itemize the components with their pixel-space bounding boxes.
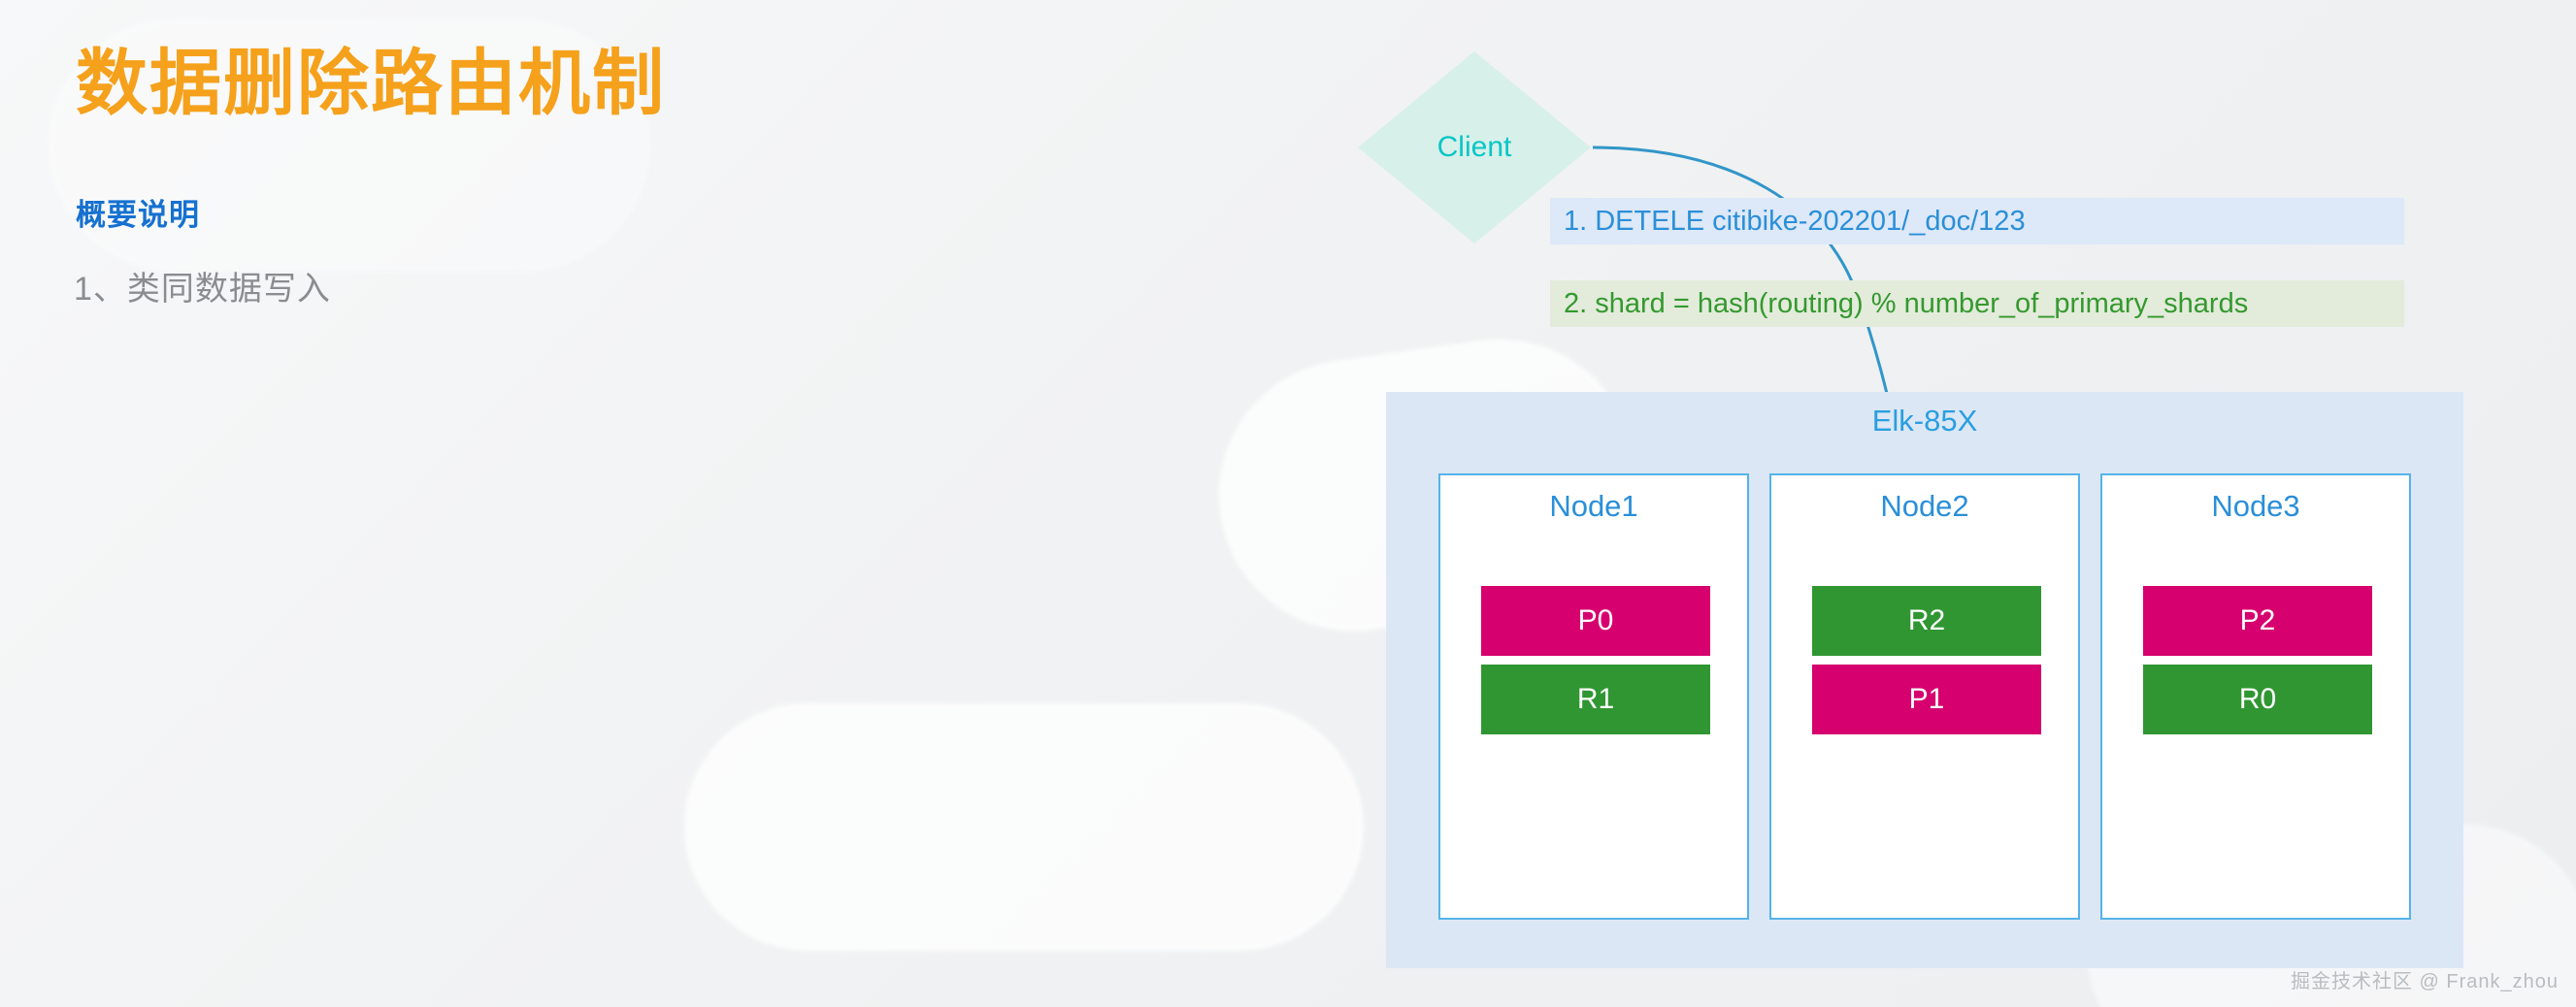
node-box-node3[interactable]: Node3 P2 R0 [2100,473,2411,920]
cluster-title: Elk-85X [1871,404,1978,438]
shard-r2[interactable]: R2 [1812,586,2041,656]
node3-title: Node3 [2211,489,2300,523]
client-node[interactable]: Client [1358,51,1591,244]
node1-title: Node1 [1549,489,1638,523]
slide-title: 数据删除路由机制 [76,43,666,123]
shard-r1[interactable]: R1 [1481,665,1710,734]
step-box-2-text: 2. shard = hash(routing) % number_of_pri… [1564,287,2249,319]
section-subtitle: 概要说明 [76,198,200,232]
step-box-1: 1. DETELE citibike-202201/_doc/123 [1550,198,2404,244]
client-label: Client [1437,131,1512,163]
bullet-item-1: 1、类同数据写入 [74,271,331,308]
shard-p1[interactable]: P1 [1812,665,2041,734]
shard-r0[interactable]: R0 [2143,665,2372,734]
node-box-node2[interactable]: Node2 R2 P1 [1769,473,2080,920]
shard-p0[interactable]: P0 [1481,586,1710,656]
node-box-node1[interactable]: Node1 P0 R1 [1438,473,1749,920]
shard-p2[interactable]: P2 [2143,586,2372,656]
cluster-container: Elk-85X Node1 P0 R1 Node2 R2 P1 Node3 P2… [1386,392,2463,968]
node2-title: Node2 [1880,489,1969,523]
step-box-1-text: 1. DETELE citibike-202201/_doc/123 [1564,205,2026,237]
watermark: 掘金技术社区 @ Frank_zhou [2290,971,2559,992]
step-box-2: 2. shard = hash(routing) % number_of_pri… [1550,280,2404,327]
